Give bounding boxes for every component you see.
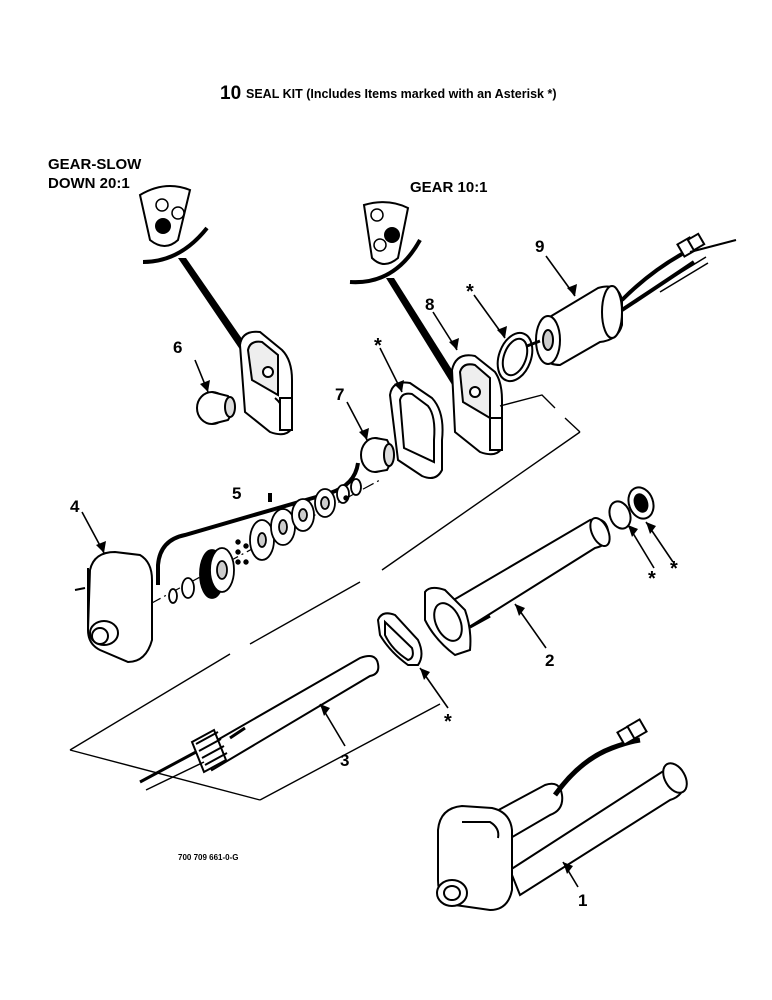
part-3-inner-shaft [139,655,380,791]
part-6-cap [196,391,236,425]
part-2-outer-tube [443,516,611,636]
part-6-gear-housing-slow [238,330,293,436]
part-8-gear-housing [450,354,503,456]
item-number-2: 2 [545,651,554,670]
part-7-cap [360,437,395,473]
item-number-9: 9 [535,237,544,256]
part-9-motor [526,232,737,367]
item-number-7: 7 [335,385,344,404]
asterisk-marker-motor-ring: * [466,281,474,303]
gasket-housing [388,381,444,479]
part-4-gear-housing [74,550,153,664]
item-number-8: 8 [425,295,434,314]
drawing-number: 700 709 661-0-G [178,853,239,862]
asterisk-marker-end-seal: * [670,558,678,580]
tube-mount-plate [424,586,472,657]
end-seal-rings [608,486,655,530]
gear-slow-label-line2: DOWN 20:1 [48,175,130,192]
gasket-tube [376,612,423,666]
item-number-1: 1 [578,891,587,910]
item-number-5: 5 [232,484,241,503]
asterisk-marker-end-ring: * [648,568,656,590]
gear-slow-label-line1: GEAR-SLOW [48,156,142,173]
item-number-3: 3 [340,751,349,770]
title-number: 10 [220,83,241,104]
section-outline [69,394,581,801]
leader-arrowheads [96,284,656,874]
gear-10-label: GEAR 10:1 [410,179,488,196]
item-number-4: 4 [70,497,80,516]
asterisk-marker-gasket: * [374,335,382,357]
asterisk-marker-tube-gasket: * [444,711,452,733]
title-text: SEAL KIT (Includes Items marked with an … [246,87,557,101]
part-5-gear-train [149,462,381,605]
part-1-assembled-actuator [436,718,688,912]
o-ring-motor [496,331,534,383]
gear-10-selector-icon [349,201,466,396]
item-number-6: 6 [173,338,182,357]
